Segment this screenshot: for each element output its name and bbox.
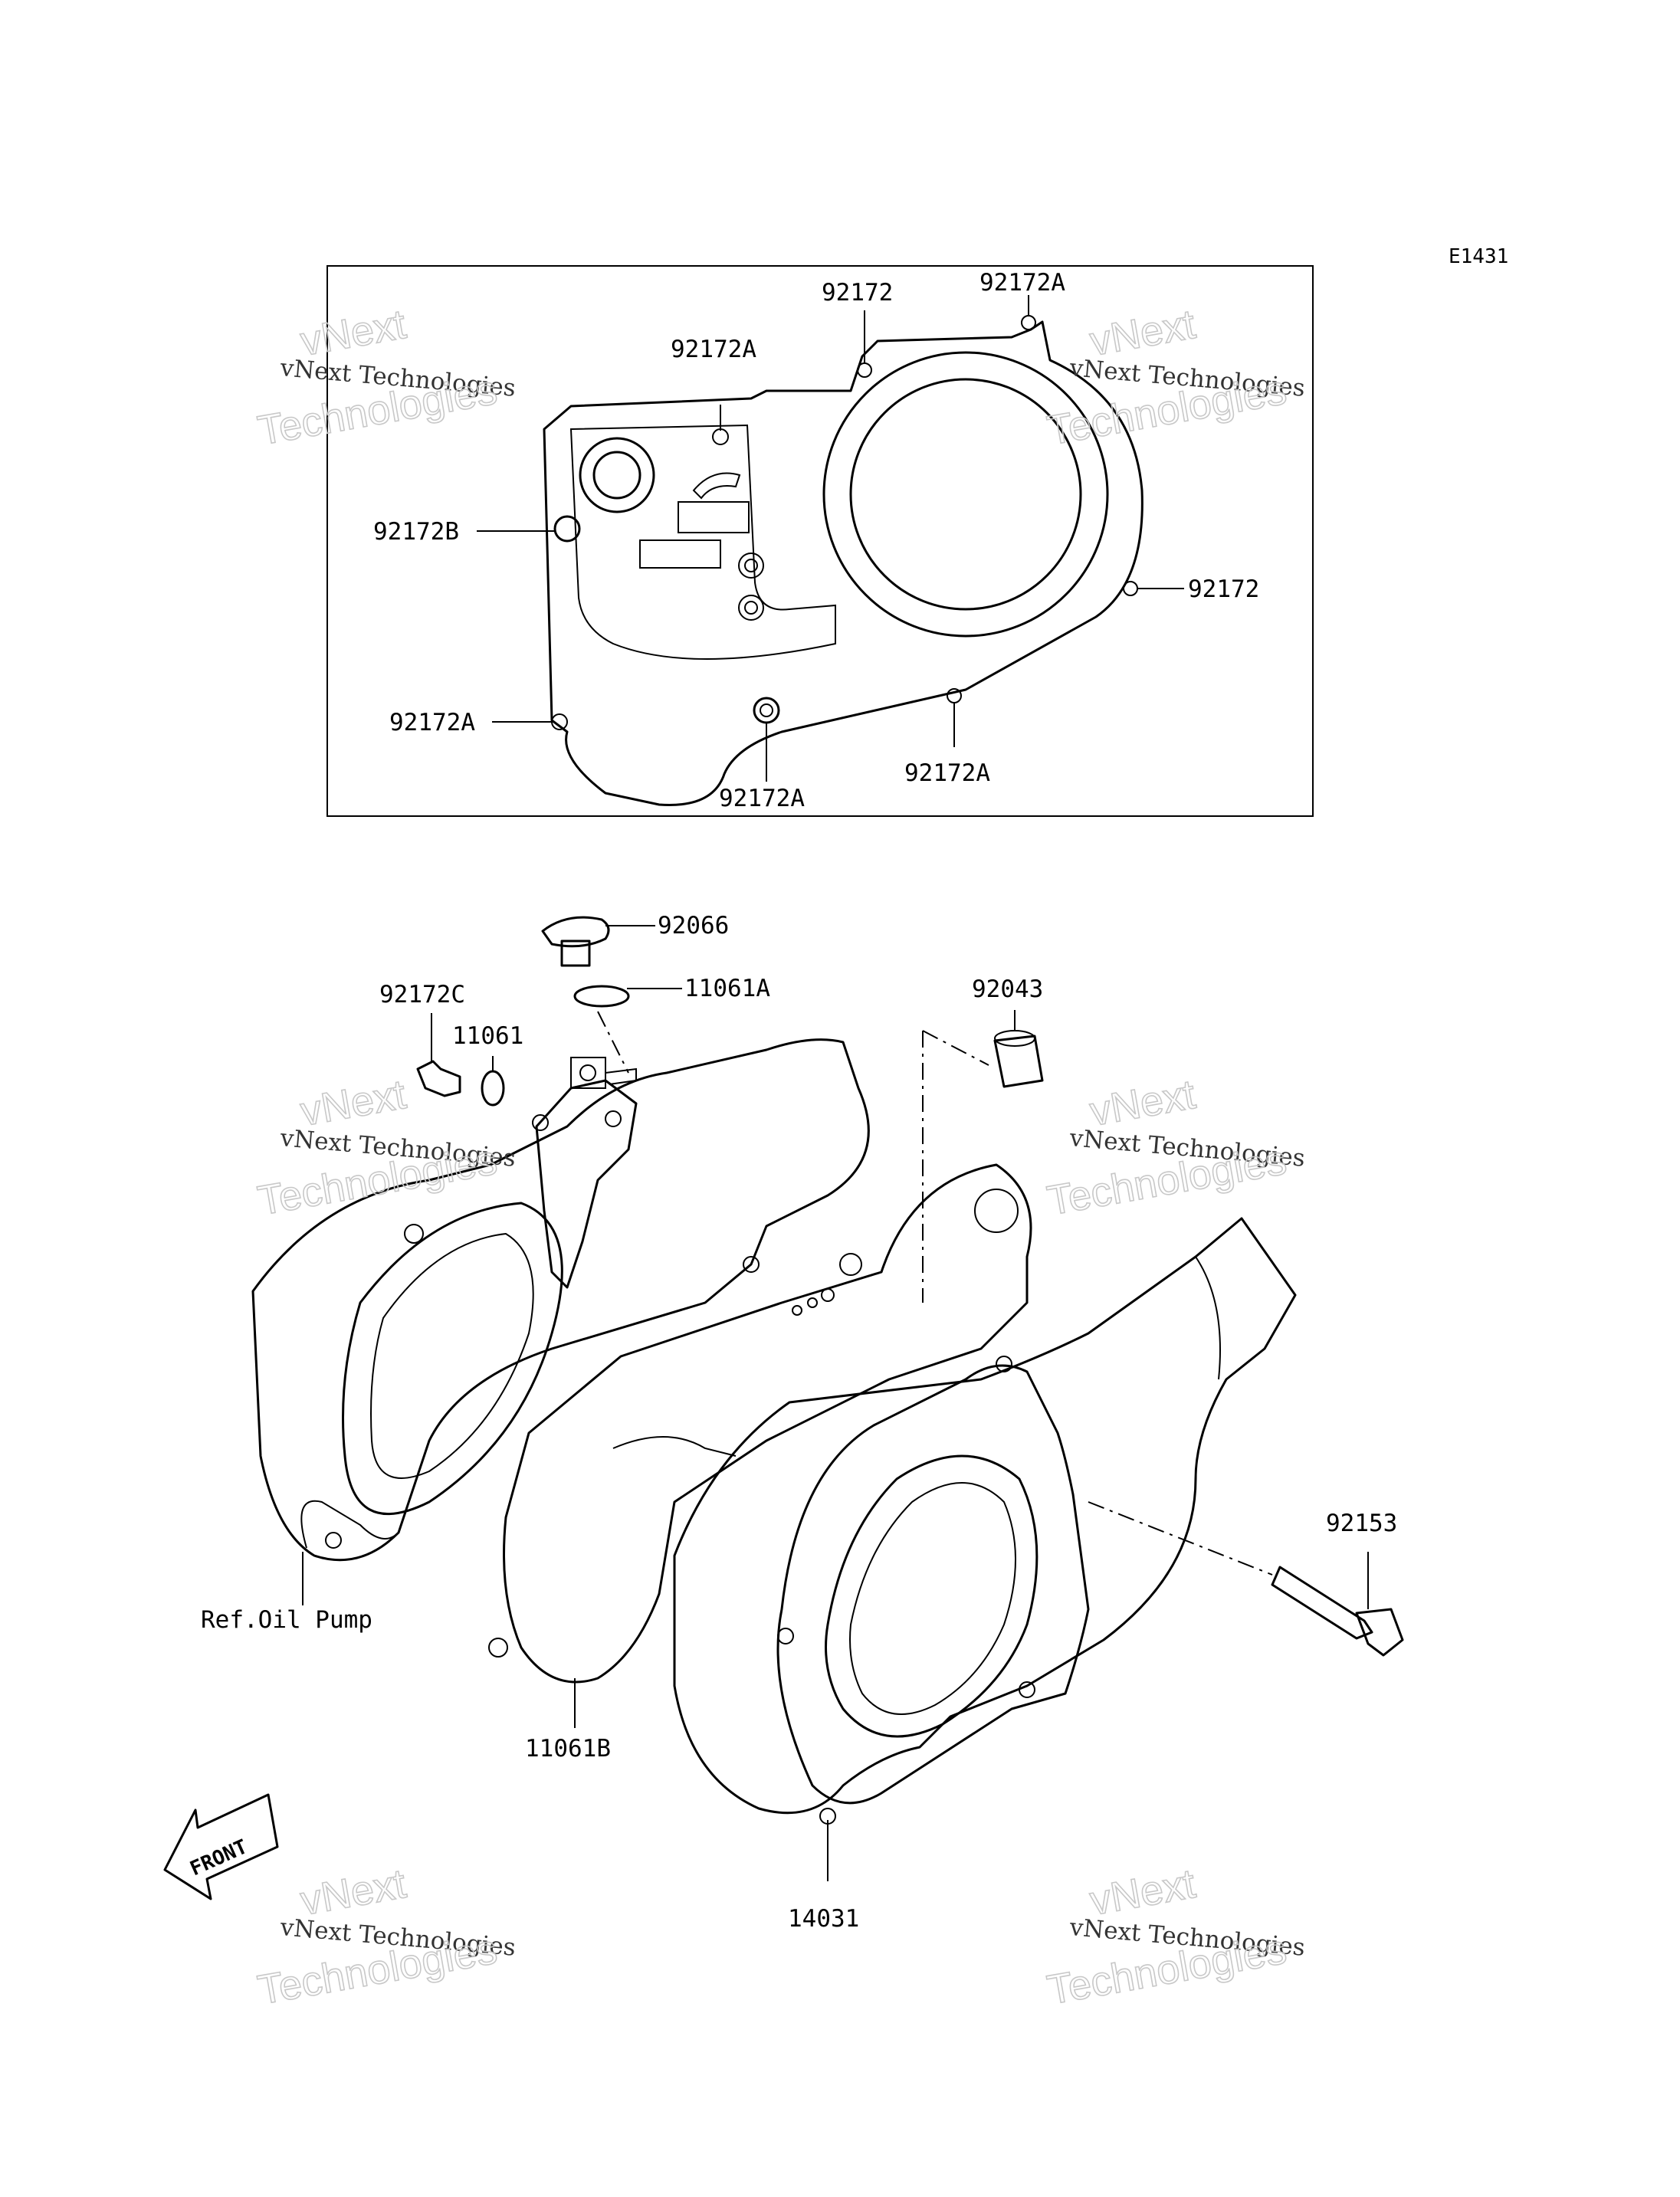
inset-hole-1	[738, 553, 764, 579]
front-arrow-shape	[163, 1793, 279, 1900]
inset-hole-2	[738, 595, 764, 621]
inset-large-opening-inner	[849, 378, 1082, 611]
inset-screw-hole-h	[947, 688, 962, 703]
fitting-92172c	[416, 1060, 461, 1097]
watermark-1-line1: vNext	[297, 301, 409, 365]
watermark-4: vNext vNext Technologies Technologies	[1043, 1071, 1306, 1225]
inset-frame	[326, 265, 1314, 817]
gasket-hole-3	[807, 1297, 818, 1308]
watermark-3-line1: vNext	[297, 1071, 409, 1135]
label-inset-bottom-left-a: 92172A	[389, 709, 475, 736]
assembly-line-plug	[597, 1011, 629, 1074]
gasket-hole-4	[792, 1305, 802, 1316]
inset-screw-hole-c	[1021, 315, 1036, 330]
gasket-hole-2	[821, 1288, 835, 1302]
cover-bolt-hole-4	[996, 1356, 1012, 1372]
plug-92066	[541, 916, 610, 948]
crankcase-outline	[251, 1038, 870, 1562]
label-fitting: 92172C	[379, 981, 465, 1008]
inset-hole-2-inner	[744, 601, 758, 615]
label-inset-left-b: 92172B	[373, 518, 459, 546]
bolt-head	[1355, 1608, 1404, 1657]
inset-screw-hole-a	[712, 428, 729, 445]
gasket-inner-edge	[612, 1436, 737, 1457]
exploded-view: 92066 11061A 92172C 11061 92043 92153 Re…	[201, 912, 1404, 1933]
inset-plate-2	[639, 539, 721, 569]
inset-screw-hole-e	[1123, 581, 1138, 596]
cover-rib	[1195, 1256, 1221, 1380]
watermark-2-line1: vNext	[1087, 301, 1199, 365]
cover-bolt-hole-1	[777, 1628, 794, 1644]
inset-cover-outline	[543, 320, 1144, 806]
plug-thread	[560, 939, 591, 967]
assembly-line-bolt	[1088, 1501, 1273, 1576]
inset-panel: 92172A 92172 92172A 92172B 92172 92172A …	[326, 265, 1314, 817]
gasket-outline	[503, 1163, 1032, 1684]
inset-boss-inner	[592, 451, 641, 500]
label-ref-oil-pump: Ref.Oil Pump	[201, 1606, 372, 1634]
label-inset-right: 92172	[1188, 575, 1259, 603]
watermark-5: vNext vNext Technologies Technologies	[254, 1860, 517, 2014]
inset-screw-hole-b	[857, 362, 872, 378]
watermark-6-line1: vNext	[1087, 1861, 1199, 1924]
watermark-4-line1: vNext	[1087, 1071, 1199, 1135]
label-inset-bottom-center-a: 92172A	[719, 785, 805, 812]
label-gasket: 11061B	[525, 1735, 611, 1763]
inset-boss-outer	[579, 437, 655, 513]
gasket-hole-6	[488, 1638, 508, 1658]
crankcase-boss	[404, 1224, 424, 1244]
oil-pump-body	[535, 1079, 638, 1289]
inset-hole-1-inner	[744, 559, 758, 572]
crankcase-bore-inner	[370, 1232, 534, 1479]
inset-inner-border	[569, 424, 836, 660]
label-inset-bottom-right-a: 92172A	[904, 759, 990, 787]
crankcase-bore-outer	[342, 1202, 563, 1516]
inset-screw-hole-d	[553, 515, 581, 543]
cover-opening-inner	[849, 1482, 1016, 1715]
oil-pump-screw-2	[605, 1110, 622, 1127]
cover-outline	[673, 1217, 1297, 1815]
label-bolt: 92153	[1326, 1510, 1397, 1537]
inset-screw-hole-g-inner	[760, 703, 773, 717]
gasket-round-hole	[974, 1189, 1019, 1233]
bolt-92153	[1271, 1566, 1373, 1640]
oil-pump-nipple	[605, 1067, 637, 1085]
watermark-6: vNext vNext Technologies Technologies	[1043, 1860, 1306, 2014]
washer-11061a	[573, 985, 630, 1008]
watermark-5-line1: vNext	[297, 1861, 409, 1924]
assembly-line-dowel	[922, 1030, 989, 1066]
inset-plate-1	[678, 501, 750, 533]
washer-11061	[481, 1070, 505, 1107]
inset-groove	[692, 472, 741, 500]
inset-screw-hole-g	[753, 697, 780, 724]
cover-bolt-hole-3	[1019, 1681, 1035, 1698]
label-washer: 11061	[452, 1022, 523, 1050]
label-dowel: 92043	[972, 976, 1043, 1003]
dowel-92043	[993, 1035, 1044, 1088]
watermark-2: vNext vNext Technologies Technologies	[1043, 300, 1306, 454]
label-plug: 92066	[658, 912, 729, 939]
label-plug-washer: 11061A	[684, 975, 770, 1002]
diagram-code: E1431	[1449, 245, 1508, 268]
oil-pump-valve-cap	[579, 1064, 596, 1081]
label-cover: 14031	[788, 1905, 859, 1933]
gasket-hole-1	[839, 1253, 862, 1276]
watermark-3: vNext vNext Technologies Technologies	[254, 1071, 517, 1225]
front-arrow: FRONT	[163, 1793, 279, 1900]
watermarks: vNext vNext Technologies Technologies vN…	[254, 300, 1306, 2014]
label-inset-top-left-a: 92172A	[671, 336, 756, 363]
cover-opening-outer	[825, 1454, 1039, 1738]
cover-flange	[776, 1364, 1090, 1805]
crankcase-bolt-hole	[325, 1532, 342, 1549]
inset-large-opening-outer	[822, 351, 1109, 638]
label-inset-top-center: 92172	[822, 279, 893, 307]
crankcase-flange	[300, 1500, 399, 1549]
oil-pump-screw-1	[532, 1114, 549, 1131]
gasket-hole-5	[743, 1256, 760, 1273]
watermark-1: vNext vNext Technologies Technologies	[254, 300, 517, 454]
label-inset-top-right-a: 92172A	[979, 269, 1065, 297]
